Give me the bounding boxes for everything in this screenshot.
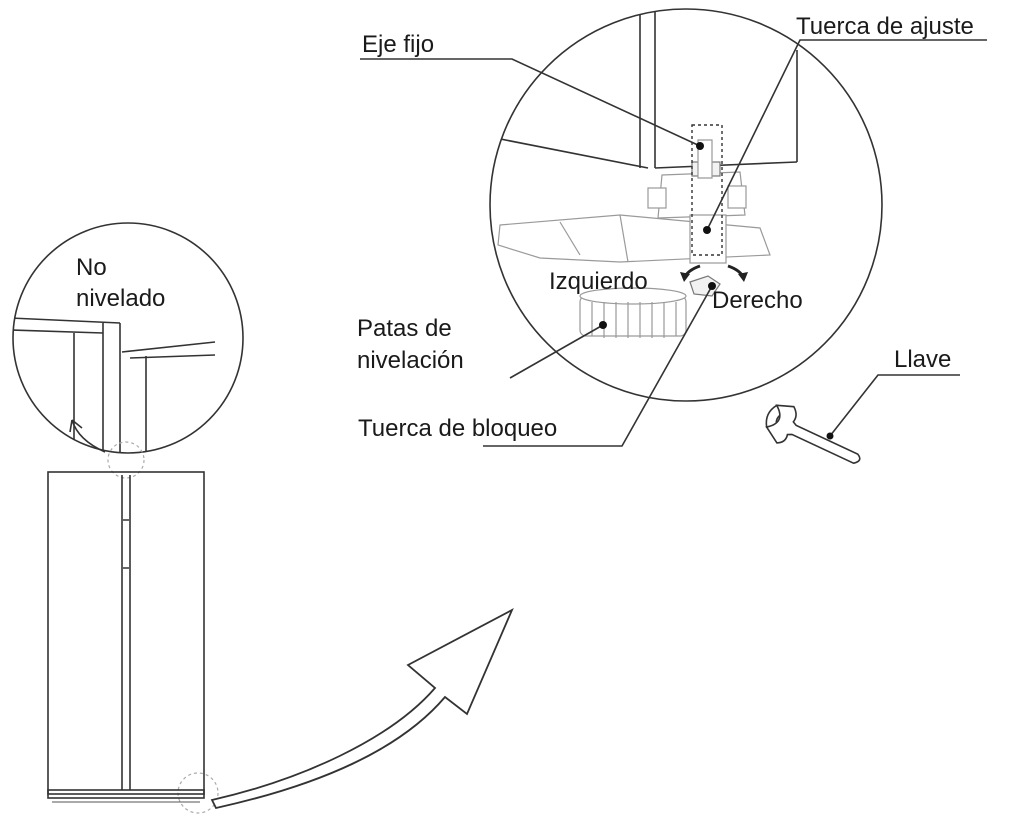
leader-wrench (829, 374, 960, 437)
not-level-circle (12, 222, 244, 454)
label-adjust-nut: Tuerca de ajuste (796, 13, 974, 40)
wrench-icon (765, 404, 861, 465)
highlight-top (107, 441, 145, 479)
leader-leveling-feet (509, 324, 604, 379)
not-level-detail: No nivelado (12, 222, 244, 454)
leader-adjust-nut (706, 39, 987, 231)
leader-fixed-shaft (360, 58, 701, 147)
leader-lock-nut (483, 285, 713, 447)
foot-mechanism (490, 10, 798, 338)
label-leveling-feet-line1: Patas de (357, 315, 452, 342)
label-not-level-line1: No (76, 254, 107, 281)
detail-circle (489, 8, 883, 402)
uneven-cabinets (13, 317, 216, 453)
label-right: Derecho (712, 287, 803, 314)
label-left: Izquierdo (549, 268, 648, 295)
shaft-highlight-box (691, 124, 723, 256)
label-fixed-shaft: Eje fijo (362, 31, 434, 58)
leveling-foot-detail (489, 8, 883, 402)
highlight-bottom (177, 772, 219, 814)
big-curved-arrow (210, 608, 514, 810)
label-lock-nut: Tuerca de bloqueo (358, 415, 557, 442)
pointer-arrow-top (71, 419, 106, 453)
refrigerator (47, 471, 205, 803)
label-not-level-line2: nivelado (76, 285, 165, 312)
label-wrench: Llave (894, 346, 951, 373)
label-leveling-feet-line2: nivelación (357, 347, 464, 374)
